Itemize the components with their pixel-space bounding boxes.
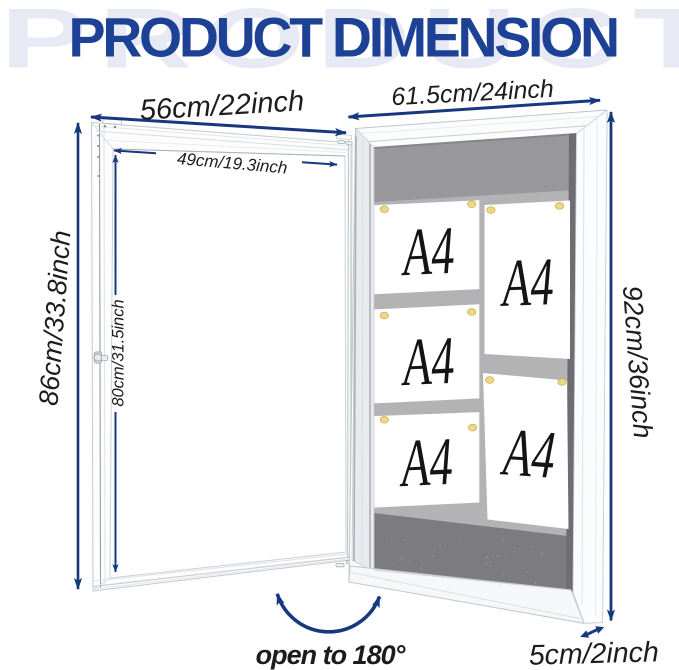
svg-text:A4: A4: [498, 413, 558, 493]
svg-text:A4: A4: [398, 212, 456, 290]
svg-text:5cm/2inch: 5cm/2inch: [528, 636, 659, 670]
svg-text:56cm/22inch: 56cm/22inch: [139, 85, 305, 127]
svg-text:A4: A4: [498, 243, 555, 321]
svg-text:PRODUCT DIMENSION: PRODUCT DIMENSION: [69, 7, 617, 69]
svg-text:PRODUCT DIMENSION: PRODUCT DIMENSION: [1, 0, 679, 86]
svg-text:80cm/31.5inch: 80cm/31.5inch: [110, 299, 128, 406]
svg-text:open to 180°: open to 180°: [256, 640, 406, 670]
svg-text:A4: A4: [398, 322, 456, 400]
svg-text:86cm/33.8inch: 86cm/33.8inch: [33, 229, 76, 406]
svg-text:92cm/36inch: 92cm/36inch: [617, 285, 658, 440]
svg-text:A4: A4: [396, 423, 454, 501]
